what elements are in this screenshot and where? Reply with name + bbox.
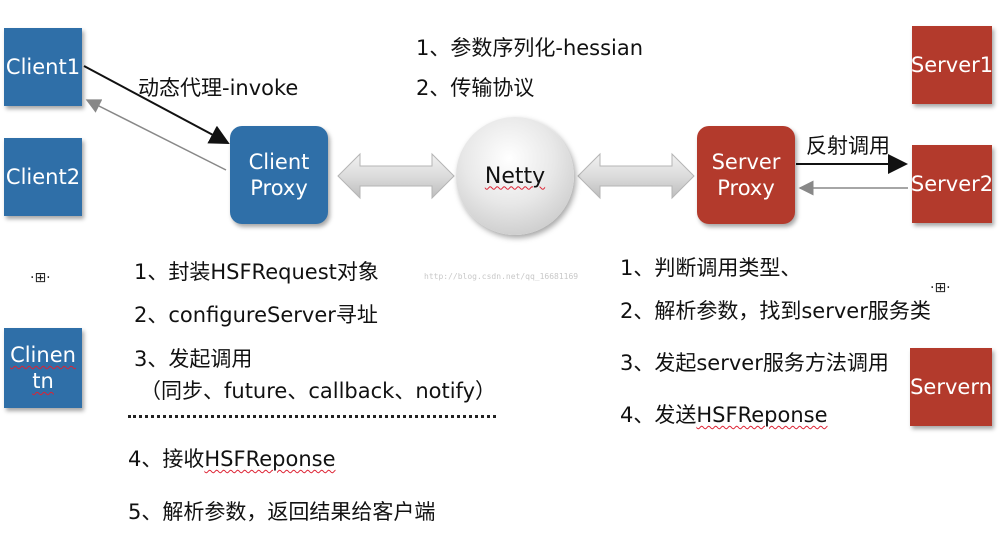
client-netty-double-arrow — [337, 152, 455, 200]
client2-label: Client2 — [5, 164, 81, 189]
clientn-label-line2: tn — [32, 369, 54, 393]
watermark: http://blog.csdn.net/qq_16681169 — [424, 272, 579, 281]
client-ellipsis-mark: ·⊞· — [30, 270, 51, 286]
server-proxy-line2: Proxy — [717, 176, 775, 200]
servern-box: Servern — [910, 348, 992, 426]
server-proxy-box: Server Proxy — [697, 126, 795, 224]
clientn-label-line1: Clinen — [10, 342, 76, 367]
client2-box: Client2 — [4, 138, 82, 216]
reflection-call-label: 反射调用 — [806, 134, 890, 158]
dotted-separator — [128, 415, 496, 418]
netty-label: Netty — [484, 163, 546, 189]
client1-label: Client1 — [5, 54, 81, 79]
server-step-4-term: HSFReponse — [696, 403, 828, 427]
server2-box: Server2 — [910, 145, 994, 223]
server-ellipsis-mark: ·⊞· — [930, 280, 951, 296]
client-step-5: 5、解析参数，返回结果给客户端 — [128, 500, 436, 524]
client-step-2: 2、configureServer寻址 — [134, 303, 378, 327]
client-proxy-line2: Proxy — [250, 176, 308, 200]
server-step-4: 4、发送HSFReponse — [620, 399, 828, 429]
client-return-arrow — [85, 99, 227, 171]
client-step-3: 3、发起调用 — [134, 347, 253, 371]
client1-box: Client1 — [4, 28, 82, 106]
netty-server-double-arrow — [577, 152, 695, 200]
client-step-3-detail: （同步、future、callback、notify） — [140, 379, 497, 403]
servern-label: Servern — [910, 374, 992, 399]
server2-label: Server2 — [910, 171, 994, 196]
client-proxy-line1: Client — [248, 149, 310, 174]
netty-circle: Netty — [456, 117, 574, 235]
server1-box: Server1 — [910, 26, 994, 104]
server-step-1: 1、判断调用类型、 — [620, 256, 802, 280]
invoke-arrow — [83, 65, 230, 144]
server-proxy-line1: Server — [711, 149, 781, 174]
clientn-box: Clinen tn — [4, 328, 82, 408]
server-step-4-prefix: 4、发送 — [620, 403, 697, 427]
client-step-4: 4、接收HSFReponse — [128, 443, 336, 473]
netty-note-1: 1、参数序列化-hessian — [416, 36, 644, 60]
server1-label: Server1 — [910, 52, 994, 77]
client-proxy-box: Client Proxy — [230, 126, 328, 224]
client-step-4-prefix: 4、接收 — [128, 447, 205, 471]
client-step-1: 1、封装HSFRequest对象 — [134, 260, 379, 284]
server-step-2: 2、解析参数，找到server服务类 — [620, 299, 931, 323]
netty-note-2: 2、传输协议 — [416, 76, 535, 100]
client-step-4-term: HSFReponse — [204, 447, 336, 471]
dynamic-proxy-label: 动态代理-invoke — [138, 76, 299, 100]
server-step-3: 3、发起server服务方法调用 — [620, 351, 889, 375]
